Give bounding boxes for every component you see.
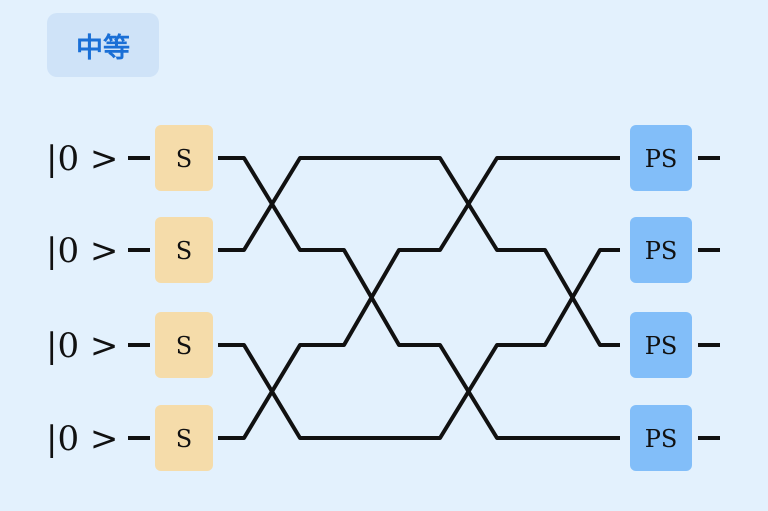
input-ket-label: |0 > bbox=[46, 326, 118, 366]
source-gate-label: S bbox=[176, 332, 192, 360]
input-ket-label: |0 > bbox=[46, 231, 118, 271]
phase-shifter-gate bbox=[630, 312, 692, 378]
phase-shifter-label: PS bbox=[645, 425, 678, 453]
difficulty-badge: 中等 bbox=[47, 13, 159, 77]
phase-shifter-label: PS bbox=[645, 237, 678, 265]
phase-shifter-gate bbox=[630, 125, 692, 191]
source-gate bbox=[155, 405, 213, 471]
source-gate-label: S bbox=[176, 425, 192, 453]
source-gate bbox=[155, 312, 213, 378]
waveguide-path bbox=[218, 156, 620, 440]
phase-shifter-label: PS bbox=[645, 332, 678, 360]
source-gate-label: S bbox=[176, 237, 192, 265]
waveguide-path bbox=[218, 156, 620, 440]
waveguide-path bbox=[218, 248, 620, 440]
phase-shifter-gate bbox=[630, 217, 692, 283]
input-ket-label: |0 > bbox=[46, 139, 118, 179]
phase-shifter-gate bbox=[630, 405, 692, 471]
source-gate bbox=[155, 125, 213, 191]
source-gate-label: S bbox=[176, 145, 192, 173]
phase-shifter-label: PS bbox=[645, 145, 678, 173]
input-ket-label: |0 > bbox=[46, 419, 118, 459]
source-gate bbox=[155, 217, 213, 283]
